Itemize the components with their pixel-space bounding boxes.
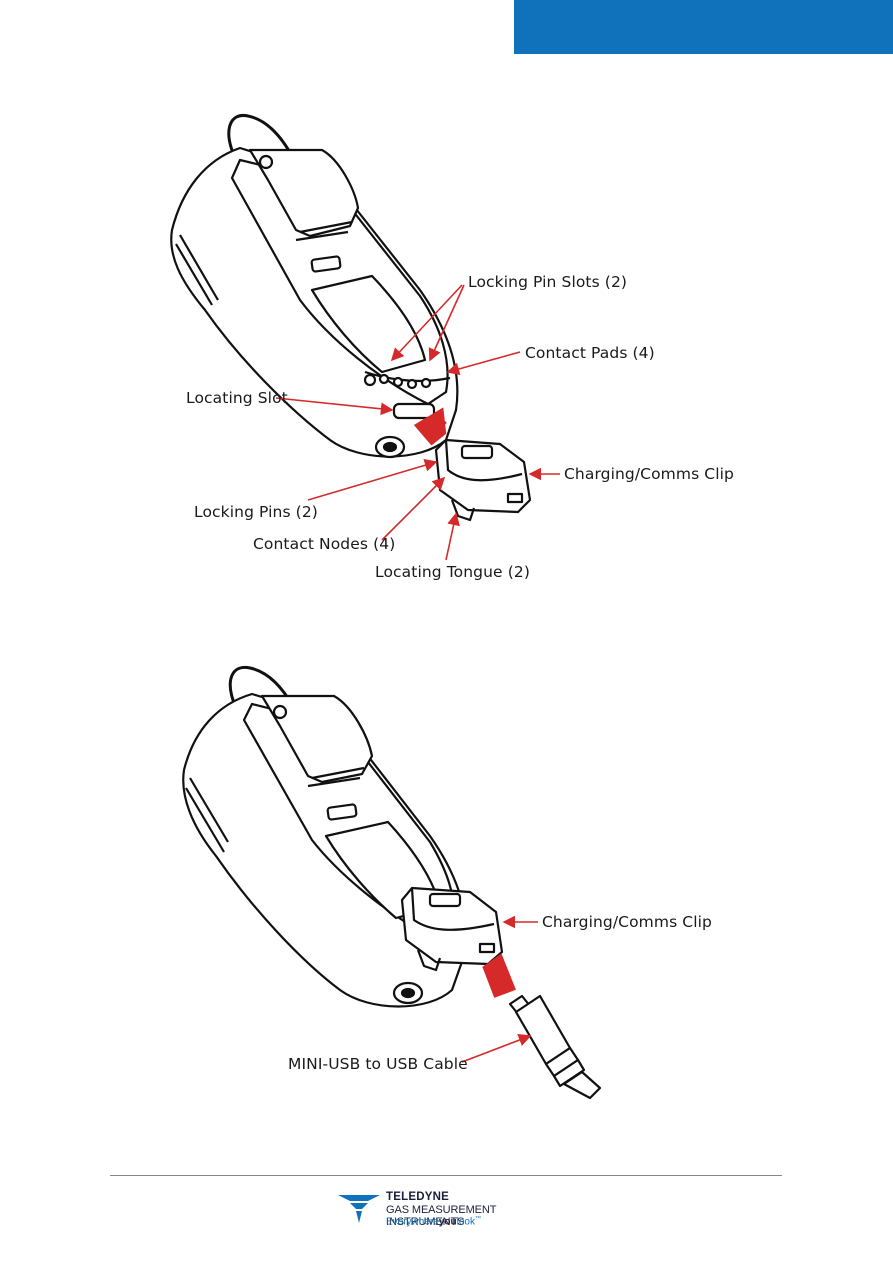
label-charging-comms-clip-1: Charging/Comms Clip [564,465,734,483]
callout-locking-pins [307,459,438,501]
footer-divider [110,1175,782,1176]
insert-arrow-2 [482,953,516,998]
label-charging-comms-clip-2: Charging/Comms Clip [542,913,712,931]
callout-contact-pads [446,351,521,376]
label-locking-pins: Locking Pins (2) [194,503,318,521]
teledyne-logo-icon [338,1195,380,1223]
callout-locating-tongue [445,512,460,561]
callout-locking-pin-slot-b [428,284,465,362]
usb-cable [508,994,602,1100]
charging-clip-1 [434,438,532,522]
charging-clip-2 [400,886,504,972]
insert-arrow-1 [413,407,447,446]
label-usb-cable: MINI-USB to USB Cable [288,1055,468,1073]
label-contact-nodes: Contact Nodes (4) [253,535,396,553]
label-locking-pin-slots: Locking Pin Slots (2) [468,273,628,291]
figure-usb-connect-diagram [182,665,602,1100]
detector-device-1 [170,113,459,459]
detector-device-2 [182,665,468,1008]
logo-division: GAS MEASUREMENT INSTRUMENTS [386,1204,497,1228]
header-bar [514,0,893,54]
callout-contact-nodes [381,476,446,541]
label-locating-tongue: Locating Tongue (2) [375,563,530,581]
callout-usb-cable [461,1034,532,1063]
figure-clip-attach-diagram [170,113,560,561]
logo-tagline: Everywhereyoulook™ [386,1216,481,1228]
callout-locating-slot [275,397,394,416]
logo-brand: TELEDYNE [386,1191,449,1203]
label-contact-pads: Contact Pads (4) [525,344,655,362]
callout-locking-pin-slot-a [390,284,463,362]
label-locating-slot: Locating Slot [186,389,288,407]
teledyne-logo: TELEDYNE GAS MEASUREMENT INSTRUMENTS Eve… [336,1191,576,1231]
